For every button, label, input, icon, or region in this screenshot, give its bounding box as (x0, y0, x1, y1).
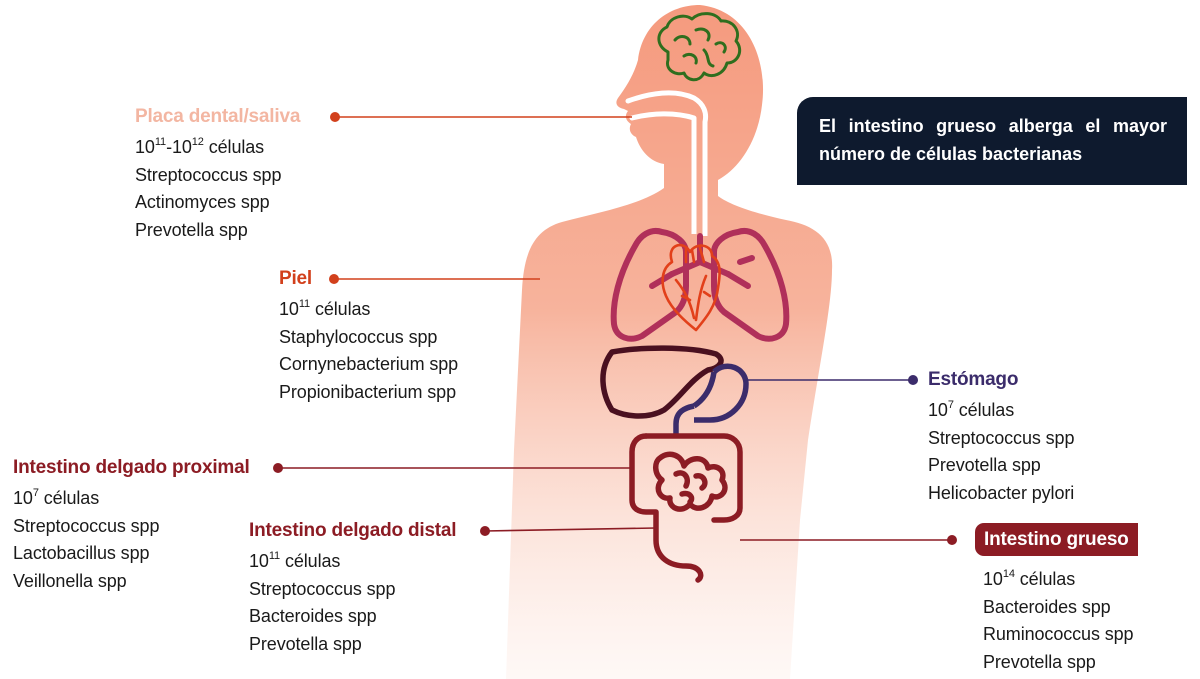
dot-piel (329, 274, 339, 284)
estomago-bacteria-1: Streptococcus spp (928, 427, 1075, 448)
connector-lines (273, 112, 957, 545)
proximal-bacteria-2: Lactobacillus spp (13, 543, 150, 563)
stomach-icon (673, 363, 749, 436)
dot-estomago (908, 375, 918, 385)
grueso-cells: 1014 células (983, 568, 1076, 589)
placa-cells: 1011-1012 células (135, 136, 265, 157)
estomago-title: Estómago (928, 369, 1019, 390)
dot-placa (330, 112, 340, 122)
label-intestino-distal: Intestino delgado distal 1011 células St… (249, 518, 457, 658)
proximal-bacteria-1: Streptococcus spp (13, 515, 160, 536)
label-intestino-proximal: Intestino delgado proximal 107 células S… (13, 455, 250, 595)
nasal-cavity (625, 90, 709, 125)
dot-distal (480, 526, 490, 536)
intestines-icon (629, 433, 743, 583)
piel-cells: 1011 células (279, 298, 371, 319)
estomago-cells: 107 células (928, 399, 1015, 420)
dot-proximal (273, 463, 283, 473)
placa-bacteria-2: Actinomyces spp (135, 192, 270, 212)
estomago-bacteria-3: Helicobacter pylori (928, 482, 1075, 503)
label-piel: Piel 1011 células Staphylococcus spp Cor… (279, 266, 458, 406)
oral-cavity (629, 111, 697, 121)
distal-bacteria-2: Bacteroides spp (249, 606, 377, 626)
piel-bacteria-1: Staphylococcus spp (279, 326, 438, 347)
heart-icon (661, 243, 721, 332)
body-silhouette (506, 5, 833, 679)
grueso-bacteria-1: Bacteroides spp (983, 596, 1111, 617)
grueso-bacteria-3: Prevotella spp (983, 651, 1096, 672)
grueso-bacteria-2: Ruminococcus spp (983, 624, 1134, 644)
distal-cells: 1011 células (249, 550, 341, 571)
placa-bacteria-1: Streptococcus spp (135, 164, 282, 185)
liver-icon (600, 345, 724, 419)
placa-bacteria-3: Prevotella spp (135, 219, 248, 240)
piel-bacteria-3: Propionibacterium spp (279, 381, 456, 402)
distal-title: Intestino delgado distal (249, 520, 457, 541)
label-intestino-grueso: Intestino grueso 1014 células Bacteroide… (975, 523, 1138, 676)
callout-text: El intestino grueso alberga el mayor núm… (819, 116, 1167, 164)
distal-bacteria-1: Streptococcus spp (249, 578, 396, 599)
proximal-cells: 107 células (13, 487, 100, 508)
distal-bacteria-3: Prevotella spp (249, 633, 362, 654)
connector-distal (484, 527, 657, 532)
placa-title: Placa dental/saliva (135, 106, 301, 127)
label-estomago: Estómago 107 células Streptococcus spp P… (928, 367, 1074, 507)
label-placa-dental: Placa dental/saliva 1011-1012 células St… (135, 104, 300, 244)
proximal-title: Intestino delgado proximal (13, 457, 250, 478)
brain-icon (657, 12, 742, 82)
estomago-bacteria-2: Prevotella spp (928, 455, 1041, 475)
proximal-bacteria-3: Veillonella spp (13, 570, 127, 591)
dot-grueso (947, 535, 957, 545)
piel-title: Piel (279, 268, 312, 289)
piel-bacteria-2: Cornynebacterium spp (279, 354, 459, 374)
callout-box: El intestino grueso alberga el mayor núm… (797, 97, 1187, 185)
grueso-title: Intestino grueso (975, 523, 1138, 556)
